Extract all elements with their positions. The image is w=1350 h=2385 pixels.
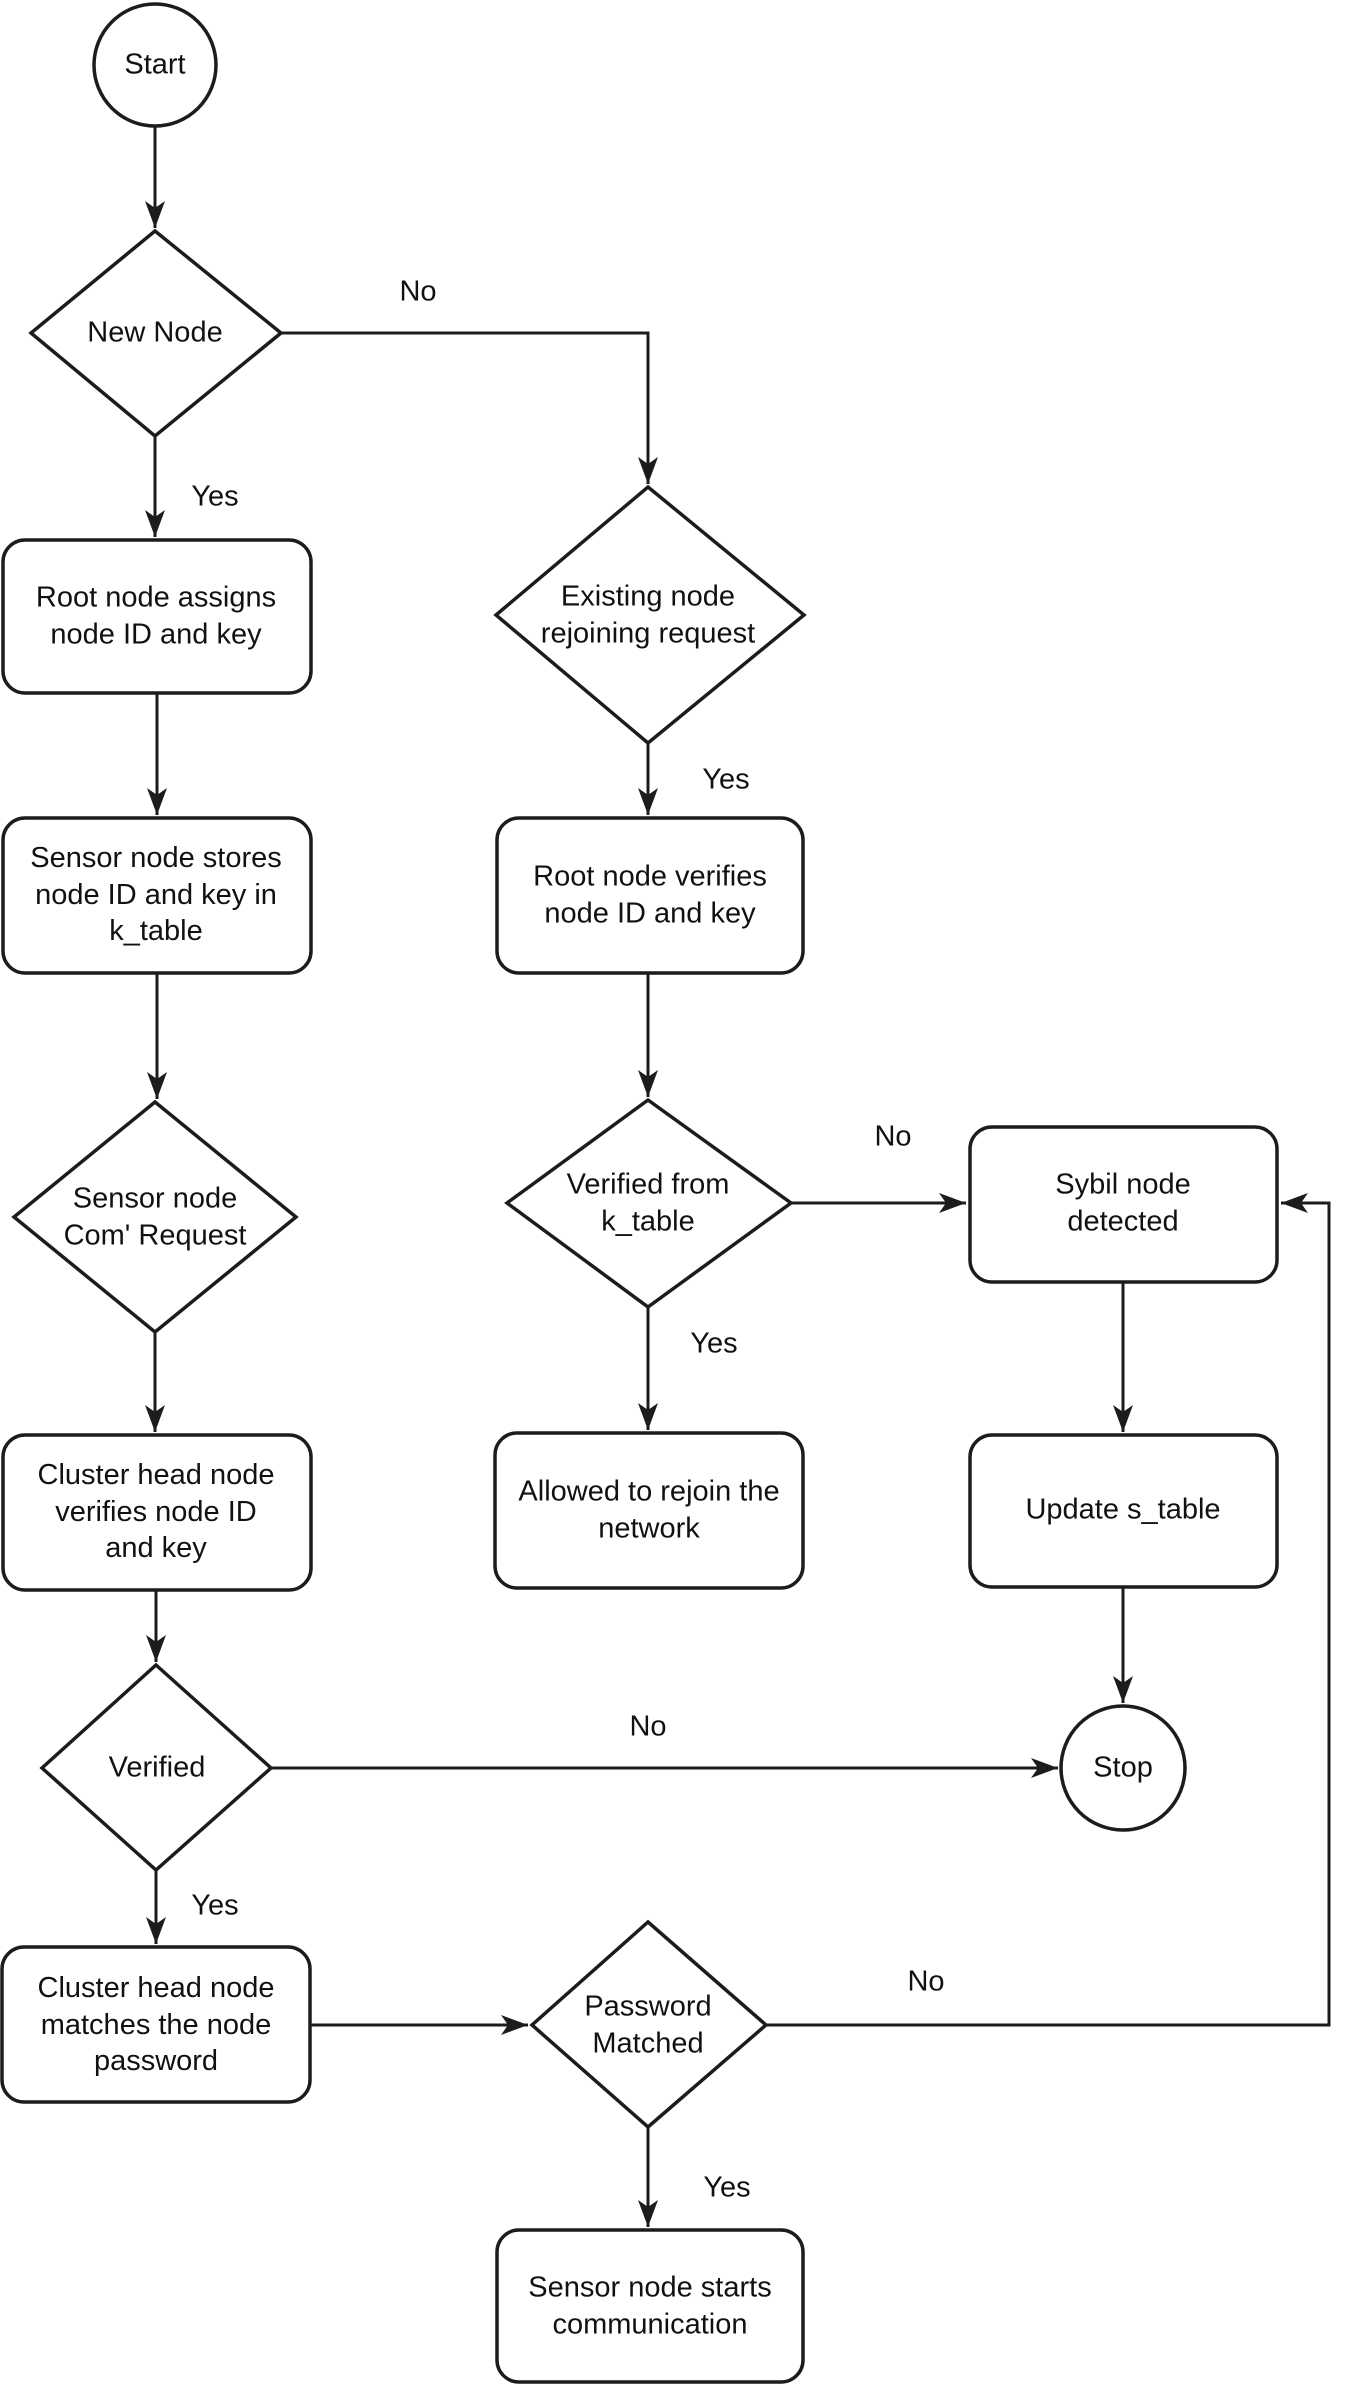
node-newnode-shape: [28, 228, 284, 439]
node-allowedrejoin-shape: [493, 1431, 805, 1590]
node-clustermatches-shape: [0, 1945, 312, 2104]
node-verifiedktable-shape: [504, 1097, 794, 1310]
node-rootverifies-shape: [495, 816, 805, 975]
node-comrequest-shape: [11, 1099, 299, 1335]
node-verified-shape: [39, 1662, 274, 1873]
node-passwordmatched-shape: [529, 1919, 769, 2130]
node-sybildetected-shape: [968, 1125, 1279, 1284]
node-clusterverifies-shape: [1, 1433, 313, 1592]
node-updatestable-shape: [968, 1433, 1279, 1589]
node-existingrejoin-shape: [493, 484, 807, 746]
edge-newnode-no: [281, 331, 658, 484]
node-start-shape: [92, 2, 218, 128]
node-stop-shape: [1059, 1704, 1187, 1832]
edge-passwordmatched-no-feedback: [766, 1193, 1331, 2027]
node-sensorstarts-shape: [495, 2228, 805, 2384]
node-rootassigns-shape: [1, 538, 313, 695]
node-sensorstores-shape: [1, 816, 313, 975]
